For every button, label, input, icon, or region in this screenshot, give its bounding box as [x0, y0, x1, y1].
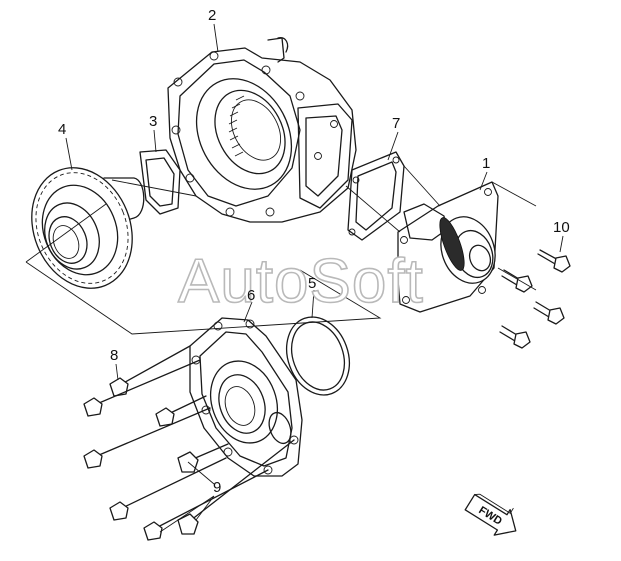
forward-arrow-icon: FWD — [464, 493, 517, 536]
bolt[interactable] — [143, 469, 269, 541]
callout-labels: 2 3 4 7 1 10 5 6 8 9 — [58, 7, 570, 496]
assembly-guide-lines — [25, 165, 537, 335]
part-10-bolts[interactable] — [499, 249, 571, 349]
bolt[interactable] — [83, 359, 201, 417]
callout-10: 10 — [553, 219, 570, 236]
part-9-bolts[interactable] — [109, 439, 295, 541]
callout-9: 9 — [213, 479, 221, 496]
callout-8: 8 — [110, 347, 118, 364]
callout-4: 4 — [58, 121, 66, 138]
callout-2: 2 — [208, 7, 216, 24]
callout-5: 5 — [308, 275, 316, 292]
callout-1: 1 — [482, 155, 490, 172]
callout-6: 6 — [247, 287, 255, 304]
part-3-gasket[interactable] — [139, 149, 181, 215]
bolt[interactable] — [109, 345, 191, 397]
part-7-gasket[interactable] — [347, 151, 405, 241]
watermark: AutoSoft — [178, 247, 424, 316]
callout-3: 3 — [149, 113, 157, 130]
part-2-housing[interactable] — [167, 37, 357, 223]
callout-7: 7 — [392, 115, 400, 132]
part-4-gear[interactable] — [14, 153, 149, 304]
bolt[interactable] — [83, 407, 211, 469]
part-6-cover[interactable] — [189, 317, 303, 477]
callout-leaders — [65, 23, 564, 533]
bolt[interactable] — [499, 325, 531, 349]
part-8-bolts[interactable] — [83, 345, 211, 469]
bolt[interactable] — [109, 457, 227, 521]
part-1-flange[interactable] — [397, 181, 504, 313]
bolt[interactable] — [501, 269, 533, 293]
bolt[interactable] — [537, 249, 571, 273]
bolt[interactable] — [533, 301, 565, 325]
bolt[interactable] — [155, 395, 207, 427]
